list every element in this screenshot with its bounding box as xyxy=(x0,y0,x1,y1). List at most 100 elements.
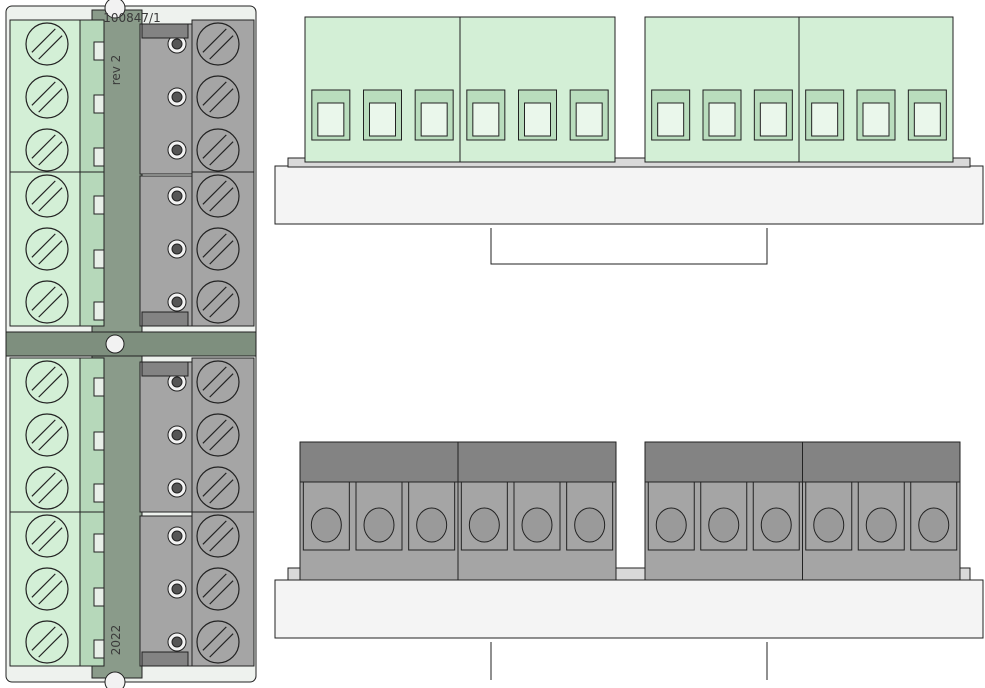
opening-hole xyxy=(708,507,740,543)
slotted-screw-icon xyxy=(25,620,69,664)
slotted-screw-icon xyxy=(196,620,240,664)
screw-head xyxy=(196,620,240,664)
screw-head xyxy=(25,620,69,664)
wire-opening-icon xyxy=(355,481,403,551)
wire-opening-icon xyxy=(363,89,402,141)
screw-head xyxy=(25,360,69,404)
contact-pad xyxy=(93,301,105,321)
hole-core xyxy=(171,144,183,156)
contact-pad xyxy=(93,249,105,269)
screw-slot xyxy=(209,293,234,318)
slotted-screw-icon xyxy=(25,413,69,457)
screw-slot xyxy=(209,35,234,60)
opening-hole xyxy=(760,507,792,543)
mounting-hole-icon xyxy=(104,671,126,688)
screw-slot xyxy=(202,573,227,598)
wire-opening-icon xyxy=(805,481,853,551)
screw-head xyxy=(196,567,240,611)
wire-opening-icon xyxy=(460,481,508,551)
wire-entry-hole-icon xyxy=(167,579,187,599)
slotted-screw-icon xyxy=(196,413,240,457)
screw-head xyxy=(25,280,69,324)
slotted-screw-icon xyxy=(196,466,240,510)
opening-hole xyxy=(310,507,342,543)
wire-entry-hole-icon xyxy=(167,87,187,107)
opening-inner xyxy=(317,102,345,137)
hole-core xyxy=(171,38,183,50)
slotted-screw-icon xyxy=(25,514,69,558)
wire-opening-icon xyxy=(805,89,845,141)
screw-slot xyxy=(209,527,234,552)
wire-entry-hole-icon xyxy=(167,239,187,259)
screw-slot xyxy=(202,419,227,444)
wire-entry-hole-icon xyxy=(167,372,187,392)
grey-clip xyxy=(141,23,189,39)
hole-core xyxy=(171,636,183,648)
hole-core xyxy=(171,376,183,388)
slotted-screw-icon xyxy=(25,174,69,218)
screw-slot xyxy=(31,28,56,53)
right-grey-terminals xyxy=(139,19,255,667)
screw-head xyxy=(25,466,69,510)
screw-slot xyxy=(38,527,63,552)
contact-pad xyxy=(93,195,105,215)
contact-pad xyxy=(93,41,105,61)
opening-hole xyxy=(521,507,553,543)
screw-slot xyxy=(202,81,227,106)
wire-opening-icon xyxy=(466,89,506,141)
screw-slot xyxy=(31,472,56,497)
opening-hole xyxy=(918,507,950,543)
side-view-grey xyxy=(274,441,984,680)
screw-slot xyxy=(202,233,227,258)
hole-core xyxy=(171,583,183,595)
wire-opening-icon xyxy=(752,481,800,551)
wire-opening-icon xyxy=(311,89,351,141)
screw-head xyxy=(196,360,240,404)
contact-pad xyxy=(93,533,105,553)
screw-slot xyxy=(202,28,227,53)
base-plate xyxy=(274,579,984,639)
opening-inner xyxy=(862,102,890,137)
screw-slot xyxy=(31,134,56,159)
screw-head xyxy=(196,128,240,172)
hole-core xyxy=(171,91,183,103)
wire-opening-icon xyxy=(302,481,350,551)
screw-slot xyxy=(202,134,227,159)
left-green-terminals xyxy=(9,19,105,667)
opening-hole xyxy=(865,507,897,543)
opening-inner xyxy=(811,102,839,137)
slotted-screw-icon xyxy=(196,567,240,611)
opening-hole xyxy=(813,507,845,543)
slotted-screw-icon xyxy=(196,514,240,558)
screw-slot xyxy=(31,233,56,258)
wire-opening-icon xyxy=(753,89,793,141)
wire-entry-hole-icon xyxy=(167,425,187,445)
hole-core xyxy=(171,530,183,542)
slotted-screw-icon xyxy=(196,174,240,218)
wire-opening-icon xyxy=(513,481,561,551)
screw-slot xyxy=(209,580,234,605)
wire-opening-icon xyxy=(408,481,456,551)
screw-slot xyxy=(209,141,234,166)
screw-slot xyxy=(38,35,63,60)
opening-inner xyxy=(913,102,941,137)
part-number-label: 100847/1 xyxy=(103,11,161,25)
screw-slot xyxy=(38,633,63,658)
grey-terminal-row xyxy=(299,441,961,581)
green-terminal-row xyxy=(304,16,954,163)
screw-slot xyxy=(202,626,227,651)
screw-slot xyxy=(38,580,63,605)
screw-slot xyxy=(209,479,234,504)
slotted-screw-icon xyxy=(196,128,240,172)
screw-head xyxy=(25,514,69,558)
wire-entry-hole-icon xyxy=(167,632,187,652)
screw-head xyxy=(25,413,69,457)
mounting-hole-icon xyxy=(104,0,126,19)
screw-head xyxy=(25,22,69,66)
wire-opening-icon xyxy=(857,481,905,551)
rev-label: rev 2 xyxy=(109,55,123,86)
wire-entry-hole-icon xyxy=(167,140,187,160)
screw-slot xyxy=(202,472,227,497)
slotted-screw-icon xyxy=(25,360,69,404)
